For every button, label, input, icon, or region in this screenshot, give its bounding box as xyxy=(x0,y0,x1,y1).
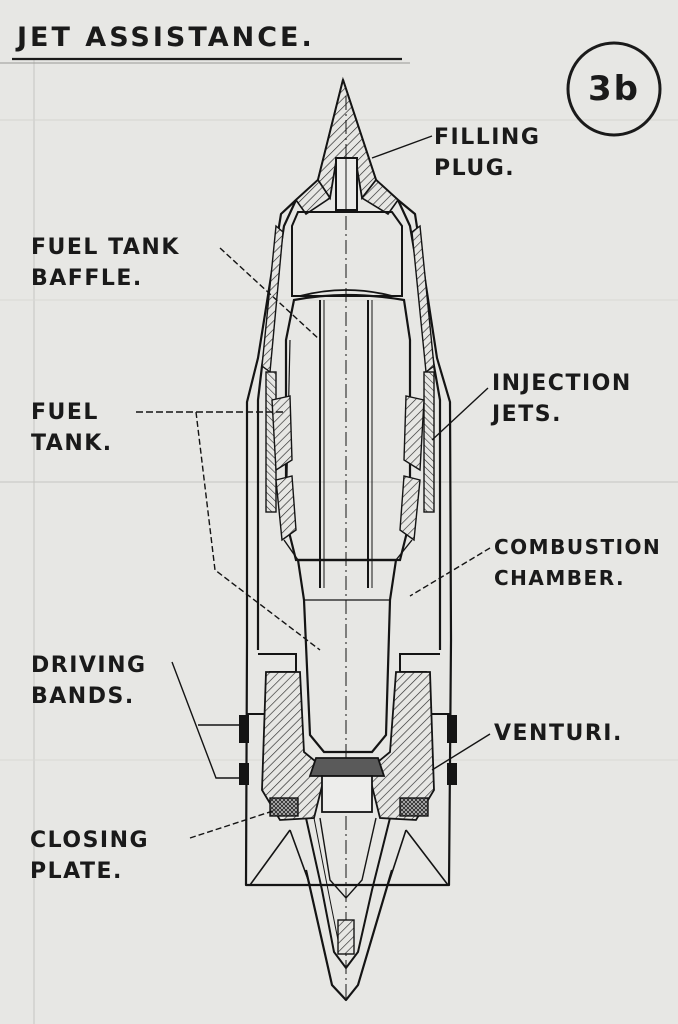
label-line: DRIVING xyxy=(31,653,147,678)
exhaust-nozzle xyxy=(249,817,449,970)
sheet-number: 3b xyxy=(588,69,640,109)
label-injection-jets: INJECTION JETS. xyxy=(492,368,632,430)
label-closing-plate: CLOSING PLATE. xyxy=(30,825,149,887)
label-line: PLUG. xyxy=(434,156,516,181)
sheet-number-circle xyxy=(566,41,662,137)
combustion-chamber xyxy=(296,558,398,754)
label-line: PLATE. xyxy=(30,859,123,884)
closing-plate xyxy=(269,797,429,817)
page-title: JET ASSISTANCE. xyxy=(17,22,315,53)
label-line: FILLING xyxy=(434,125,541,150)
label-filling-plug: FILLING PLUG. xyxy=(434,122,540,184)
label-line: VENTURI. xyxy=(494,721,623,746)
label-line: CLOSING xyxy=(30,828,150,853)
label-fuel-tank: FUEL TANK. xyxy=(31,397,113,459)
fuel-tank xyxy=(284,293,412,588)
label-line: INJECTION xyxy=(492,371,632,396)
label-line: JETS. xyxy=(492,402,562,427)
fuel-tank-baffle xyxy=(291,211,403,297)
label-venturi: VENTURI. xyxy=(494,718,623,749)
label-driving-bands: DRIVING BANDS. xyxy=(31,650,147,712)
injection-jets xyxy=(271,395,425,542)
label-combustion-chamber: COMBUSTION CHAMBER. xyxy=(494,532,661,594)
outer-casing xyxy=(244,78,453,1002)
label-line: COMBUSTION xyxy=(494,535,662,559)
label-line: BAFFLE. xyxy=(31,266,143,291)
label-line: FUEL TANK xyxy=(31,235,180,260)
label-fuel-tank-baffle: FUEL TANK BAFFLE. xyxy=(31,232,180,294)
label-line: CHAMBER. xyxy=(494,566,626,590)
leader-lines xyxy=(136,135,491,839)
label-line: TANK. xyxy=(31,431,113,456)
venturi xyxy=(261,671,435,821)
label-line: BANDS. xyxy=(31,684,135,709)
label-line: FUEL xyxy=(31,400,99,425)
